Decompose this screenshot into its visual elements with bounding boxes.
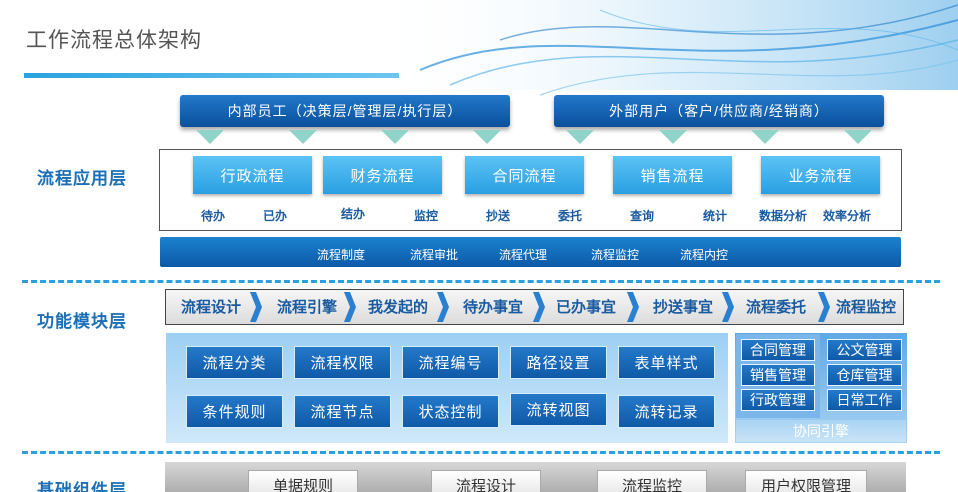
down-arrow-icon	[751, 130, 779, 144]
chevron-right-icon	[722, 292, 734, 322]
down-arrow-icon	[289, 130, 317, 144]
chevron-right-icon	[437, 292, 449, 322]
collab-cell: 销售管理	[741, 364, 815, 386]
flow-sales: 销售流程	[613, 156, 732, 194]
flow-contract: 合同流程	[465, 156, 584, 194]
module-cell: 流程节点	[294, 395, 391, 428]
page-title: 工作流程总体架构	[26, 29, 202, 52]
module-cell: 状态控制	[402, 395, 499, 428]
layer-label-function: 功能模块层	[37, 312, 127, 331]
module-cell: 流转视图	[510, 393, 607, 426]
step-label: 流程委托	[746, 299, 807, 316]
internal-users-box: 内部员工（决策层/管理层/执行层）	[180, 95, 510, 127]
collab-cell: 仓库管理	[827, 364, 902, 386]
module-cell: 条件规则	[186, 395, 283, 428]
module-cell: 流程权限	[294, 346, 391, 379]
sub-label: 抄送	[486, 209, 511, 223]
layer-divider	[22, 280, 940, 283]
step-label: 流程引擎	[277, 299, 338, 316]
collab-cell: 公文管理	[827, 339, 902, 361]
flow-finance: 财务流程	[323, 156, 442, 194]
chevron-right-icon	[250, 292, 262, 322]
layer-divider	[22, 451, 940, 454]
down-arrow-icon	[381, 130, 409, 144]
strip-item: 流程代理	[499, 248, 548, 262]
module-cell: 表单样式	[618, 346, 715, 379]
step-label: 流程监控	[836, 299, 897, 316]
external-users-box: 外部用户（客户/供应商/经销商）	[554, 95, 884, 127]
sub-label: 查询	[630, 209, 655, 223]
collaboration-engine-label: 协同引擎	[736, 420, 906, 442]
sub-label: 监控	[414, 209, 439, 223]
strip-item: 流程制度	[317, 248, 366, 262]
flow-business: 业务流程	[761, 156, 880, 194]
down-arrow-icon	[196, 130, 224, 144]
title-underline	[24, 73, 399, 78]
process-strip	[160, 237, 901, 267]
base-component: 单据规则	[248, 470, 358, 492]
step-label: 抄送事宜	[653, 299, 714, 316]
chevron-right-icon	[818, 292, 830, 322]
module-cell: 路径设置	[510, 346, 607, 379]
chevron-right-icon	[627, 292, 639, 322]
sub-label: 结办	[341, 207, 366, 221]
layer-label-application: 流程应用层	[37, 169, 127, 188]
base-component: 流程监控	[597, 470, 707, 492]
step-label: 已办事宜	[556, 299, 617, 316]
sub-label: 已办	[263, 209, 288, 223]
strip-item: 流程内控	[680, 248, 729, 262]
down-arrow-icon	[844, 130, 872, 144]
down-arrow-icon	[566, 130, 594, 144]
sub-label: 数据分析	[759, 209, 808, 223]
collab-cell: 日常工作	[827, 389, 902, 411]
collab-cell: 合同管理	[741, 339, 815, 361]
chevron-right-icon	[533, 292, 545, 322]
sub-label: 统计	[703, 209, 728, 223]
module-cell: 流程分类	[186, 346, 283, 379]
sub-label: 待办	[201, 209, 226, 223]
step-label: 我发起的	[368, 299, 429, 316]
chevron-right-icon	[344, 292, 356, 322]
layer-label-base: 基础组件层	[37, 481, 127, 492]
module-cell: 流程编号	[402, 346, 499, 379]
strip-item: 流程审批	[410, 248, 459, 262]
sub-label: 效率分析	[823, 209, 872, 223]
step-label: 待办事宜	[463, 299, 524, 316]
strip-item: 流程监控	[591, 248, 640, 262]
module-cell: 流转记录	[618, 395, 715, 428]
base-component: 流程设计	[431, 470, 541, 492]
base-component: 用户权限管理	[745, 470, 867, 492]
down-arrow-icon	[473, 130, 501, 144]
down-arrow-icon	[659, 130, 687, 144]
step-label: 流程设计	[181, 299, 242, 316]
collab-cell: 行政管理	[741, 389, 815, 411]
flow-admin: 行政流程	[193, 156, 312, 194]
sub-label: 委托	[558, 209, 583, 223]
